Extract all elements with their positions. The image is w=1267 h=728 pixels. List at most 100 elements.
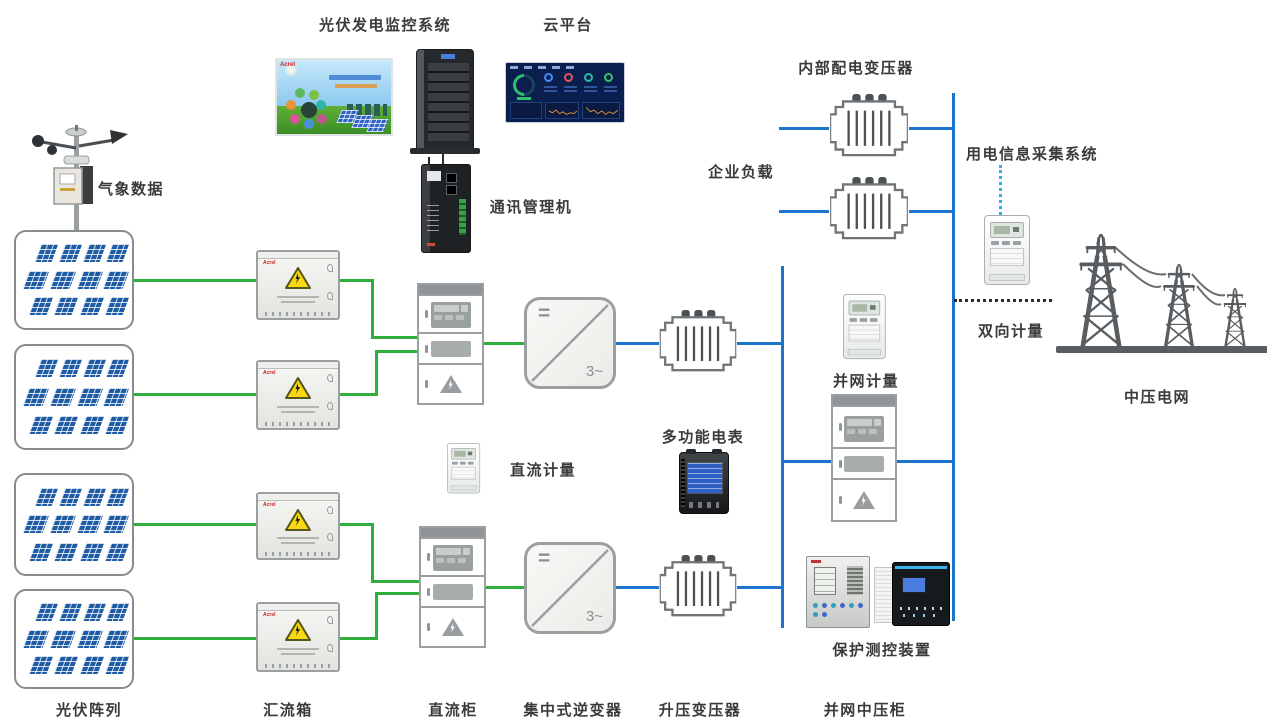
pv-array-2 <box>14 344 134 450</box>
wire-inverter1-transformer1 <box>616 342 659 345</box>
grid-metering-meter <box>843 294 887 360</box>
weather-station <box>32 125 128 230</box>
wire-info-collect-dotted <box>999 165 1002 215</box>
cabinet-display <box>432 545 473 571</box>
mv-grid-towers <box>1056 226 1267 353</box>
ac-symbol: 3~ <box>585 608 603 625</box>
wire-bus-mvcabinet <box>784 460 831 463</box>
wire-array3-combiner3 <box>133 523 257 526</box>
relay-front-panel <box>892 562 950 626</box>
label-step-up-transformer: 升压变压器 <box>658 702 742 719</box>
label-mv-grid: 中压电网 <box>1123 389 1191 406</box>
pv-array-4 <box>14 589 134 689</box>
distribution-transformer-1 <box>827 94 911 157</box>
label-grid-metering: 并网计量 <box>832 373 900 390</box>
label-protection-device: 保护测控装置 <box>832 642 932 659</box>
monitoring-server <box>410 49 480 154</box>
wire-load-transformer-d2 <box>779 210 829 213</box>
label-bidirectional-metering: 双向计量 <box>977 323 1045 340</box>
relay-keypad <box>813 598 865 622</box>
ac-symbol: 3~ <box>585 363 603 380</box>
wire-dccab1-inverter1 <box>484 342 524 345</box>
wire-transformer-d1-bus <box>909 127 954 130</box>
label-centralized-inverter: 集中式逆变器 <box>523 702 623 719</box>
dc-metering-meter <box>447 443 481 495</box>
wire-combiner2-dccab1 <box>375 350 419 353</box>
wire-combiner3-dccab2 <box>371 523 374 583</box>
grid-mv-cabinet-device <box>831 394 897 522</box>
wire-combiner3-dccab2 <box>340 523 374 526</box>
warning-triangle-icon <box>284 376 312 400</box>
wire-dccab2-inverter2 <box>486 586 524 589</box>
label-power-info-system: 用电信息采集系统 <box>965 146 1099 163</box>
wire-mvcabinet-bus <box>897 460 954 463</box>
ethernet-port-icon <box>446 173 457 183</box>
cloud-dashboard <box>505 62 625 123</box>
wire-array4-combiner4 <box>133 637 257 640</box>
dc-cabinet-2 <box>419 526 486 648</box>
inverter-1: = 3~ <box>524 297 616 389</box>
step-up-transformer-2 <box>657 555 739 617</box>
wire-combiner4-dccab2 <box>340 637 378 640</box>
dc-cabinet-1 <box>417 283 484 405</box>
label-comm-manager: 通讯管理机 <box>489 199 573 216</box>
cabinet-display <box>844 416 884 442</box>
label-dc-cabinet: 直流柜 <box>428 702 478 719</box>
combiner-box-3: Acrel <box>256 492 340 560</box>
terminal-strip-icon <box>459 199 466 235</box>
wire-combiner1-dccab1 <box>340 279 374 282</box>
label-enterprise-load: 企业负载 <box>707 164 775 181</box>
wire-combiner3-dccab2 <box>371 580 421 583</box>
acrel-logo: Acrel <box>280 62 296 68</box>
label-cloud-platform: 云平台 <box>543 17 593 34</box>
distribution-transformer-2 <box>827 177 911 240</box>
warning-triangle-icon <box>284 508 312 532</box>
wire-load-transformer-d1 <box>779 127 829 130</box>
acrel-logo: Acrel <box>263 502 276 508</box>
label-grid-mv-cabinet: 并网中压柜 <box>823 702 907 719</box>
label-pv-array: 光伏阵列 <box>55 702 123 719</box>
label-internal-transformer: 内部配电变压器 <box>798 60 914 77</box>
gauge-icon <box>508 69 540 101</box>
wire-transformer1-bus <box>737 342 783 345</box>
antenna-icon <box>428 157 430 165</box>
comm-manager-device <box>421 157 471 253</box>
wire-combiner2-dccab1 <box>340 393 378 396</box>
server-led <box>441 54 455 59</box>
acrel-logo: Acrel <box>263 612 276 618</box>
pv-panels-graphic <box>336 110 389 132</box>
pv-array-3 <box>14 473 134 576</box>
combiner-box-2: Acrel <box>256 360 340 430</box>
wire-combiner4-dccab2 <box>375 592 421 595</box>
wire-array1-combiner1 <box>133 279 257 282</box>
step-up-transformer-1 <box>657 310 739 372</box>
warning-triangle-icon <box>852 490 876 510</box>
wire-combiner4-dccab2 <box>375 592 378 640</box>
wire-combiner2-dccab1 <box>375 350 378 396</box>
inverter-2: = 3~ <box>524 542 616 634</box>
wire-bidirectional-metering-dotted <box>954 299 1052 302</box>
warning-triangle-icon <box>284 618 312 642</box>
feature-circles <box>285 88 333 130</box>
multifunction-meter-device <box>679 449 729 514</box>
label-monitoring-system: 光伏发电监控系统 <box>318 17 452 34</box>
label-weather-data: 气象数据 <box>97 181 165 198</box>
relay-lcd <box>814 567 836 595</box>
label-multifunction-meter: 多功能电表 <box>661 429 745 446</box>
label-combiner-box: 汇流箱 <box>263 702 313 719</box>
wire-transformer2-bus <box>737 586 783 589</box>
wire-server-commmanager <box>442 150 444 164</box>
acrel-logo: Acrel <box>263 260 276 266</box>
combiner-box-4: Acrel <box>256 602 340 672</box>
bus-right <box>952 93 955 621</box>
ethernet-port-icon <box>446 185 457 195</box>
label-dc-metering: 直流计量 <box>509 462 577 479</box>
sun-icon <box>285 64 297 76</box>
warning-triangle-icon <box>284 266 312 290</box>
relay-lcd <box>903 578 925 592</box>
combiner-box-1: Acrel <box>256 250 340 320</box>
bus-left <box>781 266 784 628</box>
dc-symbol: = <box>538 302 551 325</box>
warning-triangle-icon <box>439 374 463 394</box>
